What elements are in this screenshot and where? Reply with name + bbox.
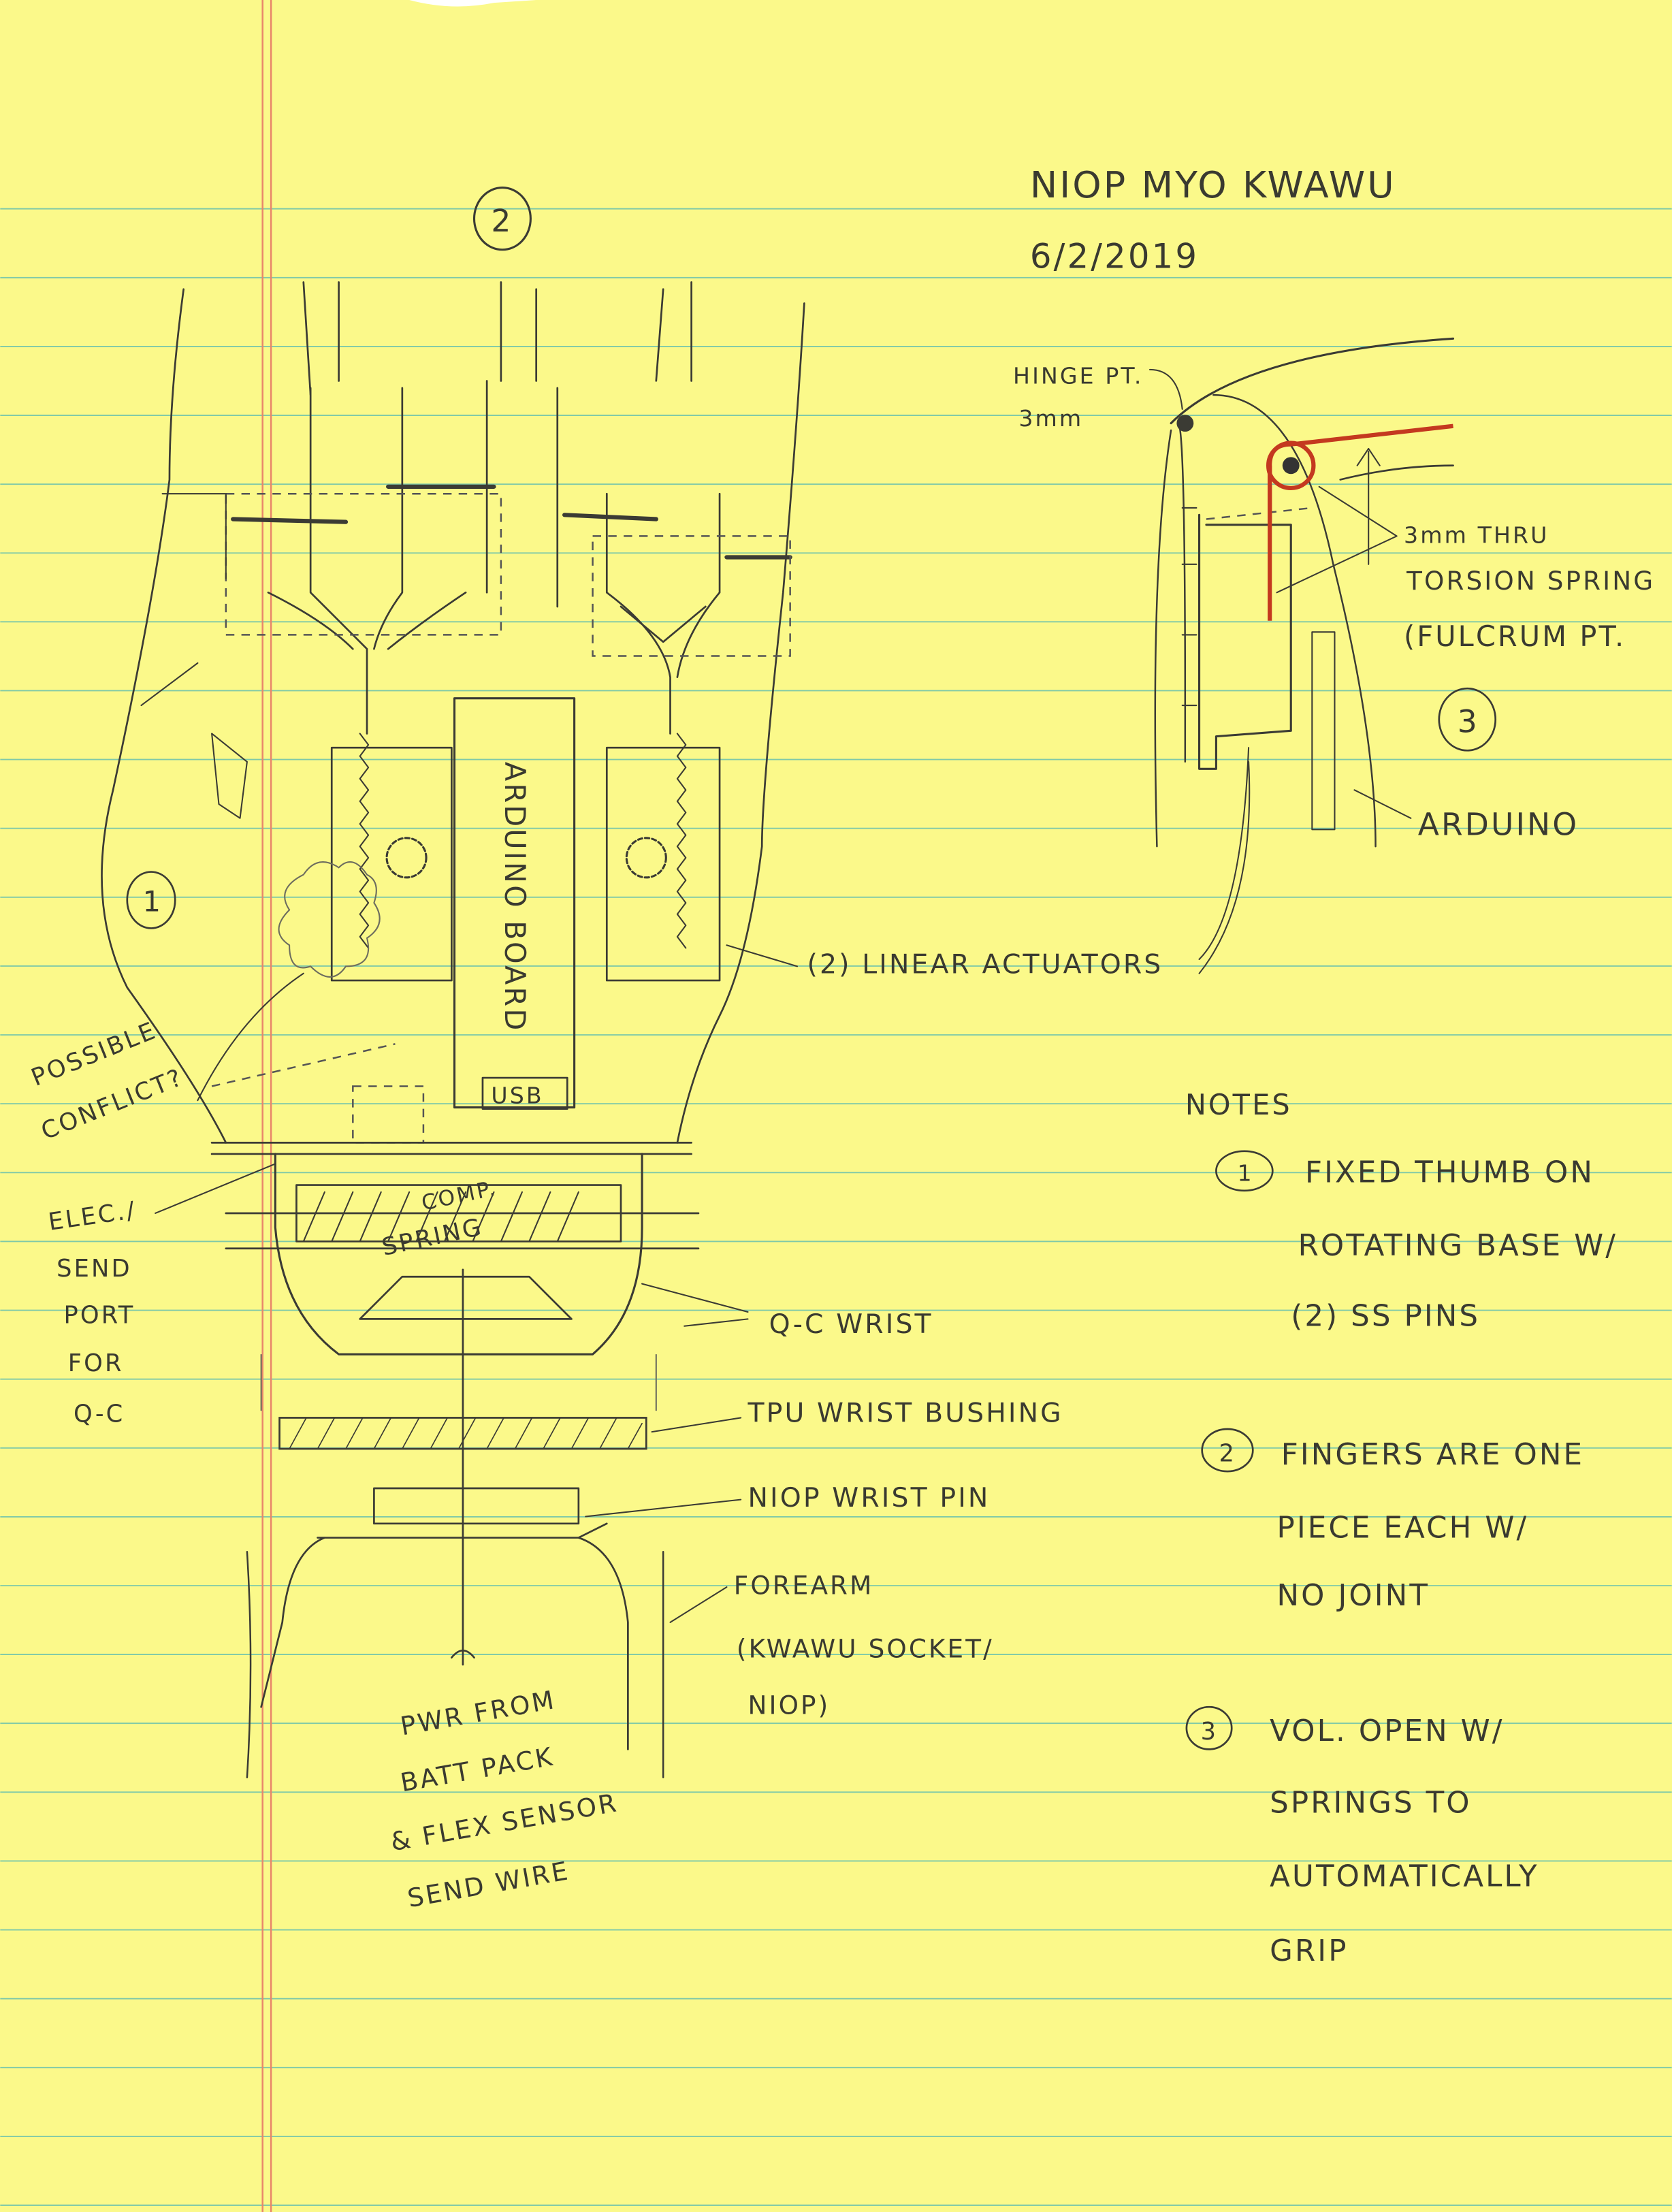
forearm-label: FOREARM — [734, 1570, 874, 1600]
callout-number: 3 — [1458, 703, 1479, 739]
gear-icon — [385, 837, 428, 879]
note-line: FINGERS ARE ONE — [1281, 1438, 1584, 1472]
hand-front-view: ARDUINO BOARD USB — [101, 281, 805, 1779]
label-comp-spring: SPRING — [379, 1213, 485, 1261]
sketch-title: NIOP MYO KWAWU — [1030, 163, 1396, 206]
wrist-pin-label: NIOP WRIST PIN — [747, 1482, 990, 1513]
linear-actuator — [330, 746, 453, 982]
power-label: & FLEX SENSOR — [388, 1787, 620, 1857]
forearm-label: NIOP) — [747, 1690, 830, 1720]
hinge-point — [1176, 415, 1194, 432]
label-elec-port: ELEC./ — [46, 1196, 138, 1236]
spring-label: TORSION SPRING — [1406, 566, 1655, 596]
callout-circle — [472, 187, 532, 251]
label-comp-spring: COMP. — [419, 1176, 499, 1216]
finger-side-view — [1154, 337, 1455, 974]
note-number: 2 — [1219, 1440, 1237, 1468]
label-elec-port: PORT — [64, 1302, 135, 1330]
note-number: 3 — [1201, 1718, 1219, 1746]
arduino-board — [453, 697, 576, 1109]
note-number-circle — [1215, 1150, 1274, 1192]
spring-label: (FULCRUM PT. — [1404, 620, 1626, 653]
forearm-label: (KWAWU SOCKET/ — [737, 1634, 994, 1664]
note-number-circle — [1185, 1705, 1233, 1750]
sketch-date: 6/2/2019 — [1030, 237, 1199, 276]
tpu-bushing-label: TPU WRIST BUSHING — [747, 1398, 1063, 1429]
callout-circle — [1438, 687, 1497, 752]
note-line: NO JOINT — [1277, 1579, 1430, 1613]
label-elec-port: Q-C — [74, 1400, 125, 1428]
note-line: ROTATING BASE W/ — [1298, 1229, 1618, 1263]
label-elec-port: SEND — [57, 1255, 132, 1283]
hinge-size: 3mm — [1018, 405, 1083, 432]
ruled-lines — [0, 208, 1672, 2206]
arduino-board-label: ARDUINO BOARD — [498, 762, 531, 1032]
note-line: PIECE EACH W/ — [1277, 1511, 1529, 1545]
actuators-label: (2) LINEAR ACTUATORS — [807, 949, 1163, 980]
power-label: SEND WIRE — [405, 1855, 572, 1913]
linear-actuator — [605, 746, 721, 982]
hinge-label: HINGE PT. — [1013, 363, 1143, 389]
torn-paper-edge — [409, 0, 536, 7]
note-line: GRIP — [1270, 1934, 1348, 1968]
power-label: BATT PACK — [398, 1741, 556, 1797]
note-number-circle — [1201, 1428, 1254, 1473]
usb-label: USB — [491, 1082, 543, 1108]
gear-icon — [625, 837, 667, 879]
note-line: (2) SS PINS — [1291, 1300, 1480, 1334]
callout-circle — [126, 871, 176, 929]
label-elec-port: FOR — [68, 1349, 124, 1377]
note-line: AUTOMATICALLY — [1270, 1859, 1539, 1893]
callout-number: 2 — [491, 203, 513, 239]
spring-label: 3mm THRU — [1404, 522, 1549, 549]
note-line: VOL. OPEN W/ — [1270, 1714, 1504, 1748]
callout-number: 1 — [143, 886, 163, 918]
note-number: 1 — [1238, 1159, 1254, 1186]
notes-heading: NOTES — [1185, 1089, 1292, 1121]
note-line: SPRINGS TO — [1270, 1786, 1471, 1821]
note-line: FIXED THUMB ON — [1305, 1155, 1594, 1189]
arduino-side-label: ARDUINO — [1418, 807, 1579, 843]
power-label: PWR FROM — [398, 1684, 558, 1741]
qc-wrist-label: Q-C WRIST — [769, 1309, 933, 1340]
